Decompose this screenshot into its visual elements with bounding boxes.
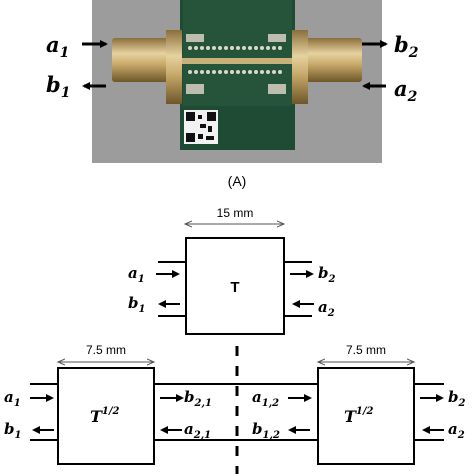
pad-bottom-right: [268, 84, 286, 94]
panel-label: (A): [228, 173, 247, 189]
pad-top-left: [186, 34, 204, 42]
photo-port-b1: b1: [46, 72, 106, 101]
pad-bottom-left: [186, 84, 204, 94]
svg-text:b2: b2: [394, 32, 419, 61]
right-label-b12: b1,2: [252, 420, 280, 441]
top-box-label: T: [230, 279, 239, 296]
right-label-a12: a1,2: [252, 388, 279, 409]
left-network: 7.5 mm T1/2 a1 b1 b2,1 a2,1: [4, 343, 318, 465]
microstrip-line: [180, 58, 295, 64]
left-dimension-label: 7.5 mm: [86, 343, 126, 357]
qr-code: [184, 110, 218, 144]
left-box-label: T1/2: [90, 406, 120, 426]
left-connector-flange: [166, 30, 182, 104]
svg-text:b1: b1: [46, 72, 70, 101]
left-label-b21: b2,1: [184, 388, 212, 409]
left-connector-body: [112, 38, 174, 82]
svg-text:a2: a2: [394, 76, 418, 105]
left-label-b1: b1: [4, 420, 21, 441]
right-label-b2: b2: [448, 388, 466, 409]
right-connector-flange: [292, 30, 308, 104]
top-dimension-label: 15 mm: [217, 206, 254, 220]
top-box-T: [185, 237, 285, 335]
right-label-a2: a2: [448, 420, 465, 441]
via-holes: [188, 46, 282, 74]
photo-port-b2: b2: [362, 32, 419, 61]
right-connector-body: [300, 38, 362, 82]
photo-port-a2: a2: [362, 76, 418, 105]
pad-top-right: [268, 34, 286, 42]
top-network: 15 mm T a1 b1 b2 a2: [128, 206, 336, 335]
right-dimension-label: 7.5 mm: [346, 343, 386, 357]
left-label-a21: a2,1: [184, 420, 211, 441]
svg-text:a1: a1: [46, 32, 69, 61]
top-label-a1: a1: [128, 264, 145, 285]
left-label-a1: a1: [4, 388, 21, 409]
top-label-a2: a2: [318, 298, 335, 319]
right-box-label: T1/2: [344, 406, 374, 426]
top-label-b1: b1: [128, 294, 145, 315]
right-network: 7.5 mm T1/2 a1,2 b1,2 b2 a2: [252, 343, 466, 465]
top-label-b2: b2: [318, 264, 336, 285]
photo-port-a1: a1: [46, 32, 108, 61]
device-photo: [92, 0, 382, 163]
left-box-T-half: [57, 367, 155, 465]
right-box-T-half: [317, 367, 415, 465]
